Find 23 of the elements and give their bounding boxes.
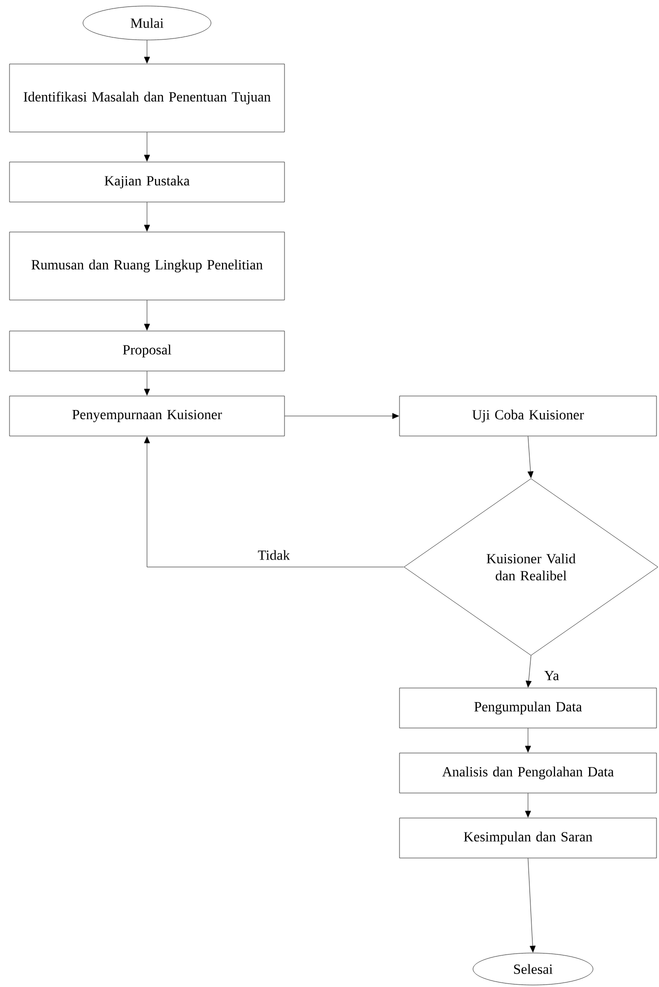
process-box: Proposal bbox=[9, 330, 285, 372]
arrow bbox=[144, 132, 150, 162]
arrow bbox=[525, 793, 531, 818]
process-box: Penyempurnaan Kuisioner bbox=[9, 396, 285, 436]
arrow bbox=[144, 371, 150, 396]
process-box: Uji Coba Kuisioner bbox=[399, 396, 657, 436]
arrow bbox=[284, 413, 399, 419]
process-box: Analisis dan Pengolahan Data bbox=[399, 752, 657, 794]
arrow bbox=[525, 728, 531, 752]
edge-label: Tidak bbox=[258, 550, 290, 560]
arrow bbox=[144, 40, 150, 64]
arrow bbox=[526, 655, 532, 688]
process-box: Kajian Pustaka bbox=[9, 162, 285, 202]
process-box: Kesimpulan dan Saran bbox=[399, 818, 657, 858]
process-box: Pengumpulan Data bbox=[399, 688, 657, 728]
arrow bbox=[528, 436, 534, 478]
arrow bbox=[144, 436, 404, 568]
arrow bbox=[528, 858, 536, 952]
edge-label: Ya bbox=[544, 670, 559, 680]
arrow bbox=[144, 202, 150, 232]
arrow bbox=[144, 300, 150, 330]
process-box: Rumusan dan Ruang Lingkup Penelitian bbox=[9, 232, 285, 300]
process-box: Identifikasi Masalah dan Penentuan Tujuan bbox=[9, 64, 285, 132]
